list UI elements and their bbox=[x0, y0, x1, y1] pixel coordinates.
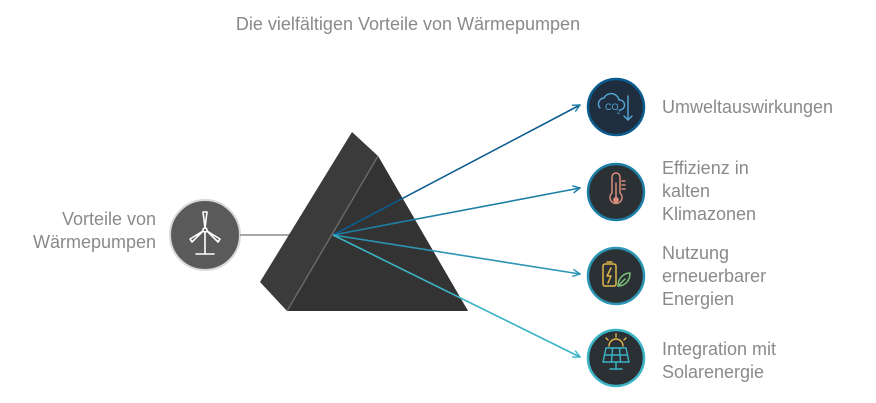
solar-panel-icon bbox=[602, 333, 630, 370]
prism bbox=[260, 132, 468, 312]
arrow-nutzung bbox=[332, 234, 580, 274]
svg-text:2: 2 bbox=[617, 110, 621, 116]
arrow-umwelt bbox=[332, 105, 580, 236]
output-label-nutzung: Nutzung erneuerbarer Energien bbox=[662, 242, 766, 311]
co2-down-icon: CO 2 bbox=[597, 92, 633, 121]
output-label-line: Energien bbox=[662, 289, 735, 309]
svg-text:CO: CO bbox=[605, 102, 619, 112]
output-label-umwelt: Umweltauswirkungen bbox=[662, 96, 833, 119]
output-label-line: Solarenergie bbox=[662, 362, 765, 382]
output-label-line: Umweltauswirkungen bbox=[662, 97, 834, 117]
output-label-line: Klimazonen bbox=[662, 204, 757, 224]
output-node-umwelt: CO 2 bbox=[586, 77, 646, 137]
output-label-line: Integration mit bbox=[662, 339, 777, 359]
thermometer-icon bbox=[609, 172, 626, 205]
source-label-line: Wärmepumpen bbox=[32, 232, 156, 252]
wind-turbine-icon bbox=[189, 211, 221, 255]
output-label-line: kalten bbox=[662, 181, 711, 201]
battery-leaf-icon bbox=[602, 261, 631, 287]
output-label-line: erneuerbarer bbox=[662, 266, 767, 286]
source-node bbox=[169, 199, 241, 271]
output-label-solar: Integration mit Solarenergie bbox=[662, 338, 776, 384]
page-title: Die vielfältigen Vorteile von Wärmepumpe… bbox=[235, 14, 581, 34]
output-label-line: Effizienz in bbox=[662, 158, 749, 178]
output-node-solar bbox=[586, 328, 646, 388]
output-node-effizienz bbox=[586, 162, 646, 222]
output-node-nutzung bbox=[586, 246, 646, 306]
output-label-line: Nutzung bbox=[662, 243, 730, 263]
source-label-line: Vorteile von bbox=[61, 209, 156, 229]
arrow-effizienz bbox=[332, 188, 580, 236]
output-label-effizienz: Effizienz in kalten Klimazonen bbox=[662, 157, 756, 226]
arrow-solar bbox=[332, 234, 580, 357]
source-label: Vorteile von Wärmepumpen bbox=[0, 208, 156, 254]
